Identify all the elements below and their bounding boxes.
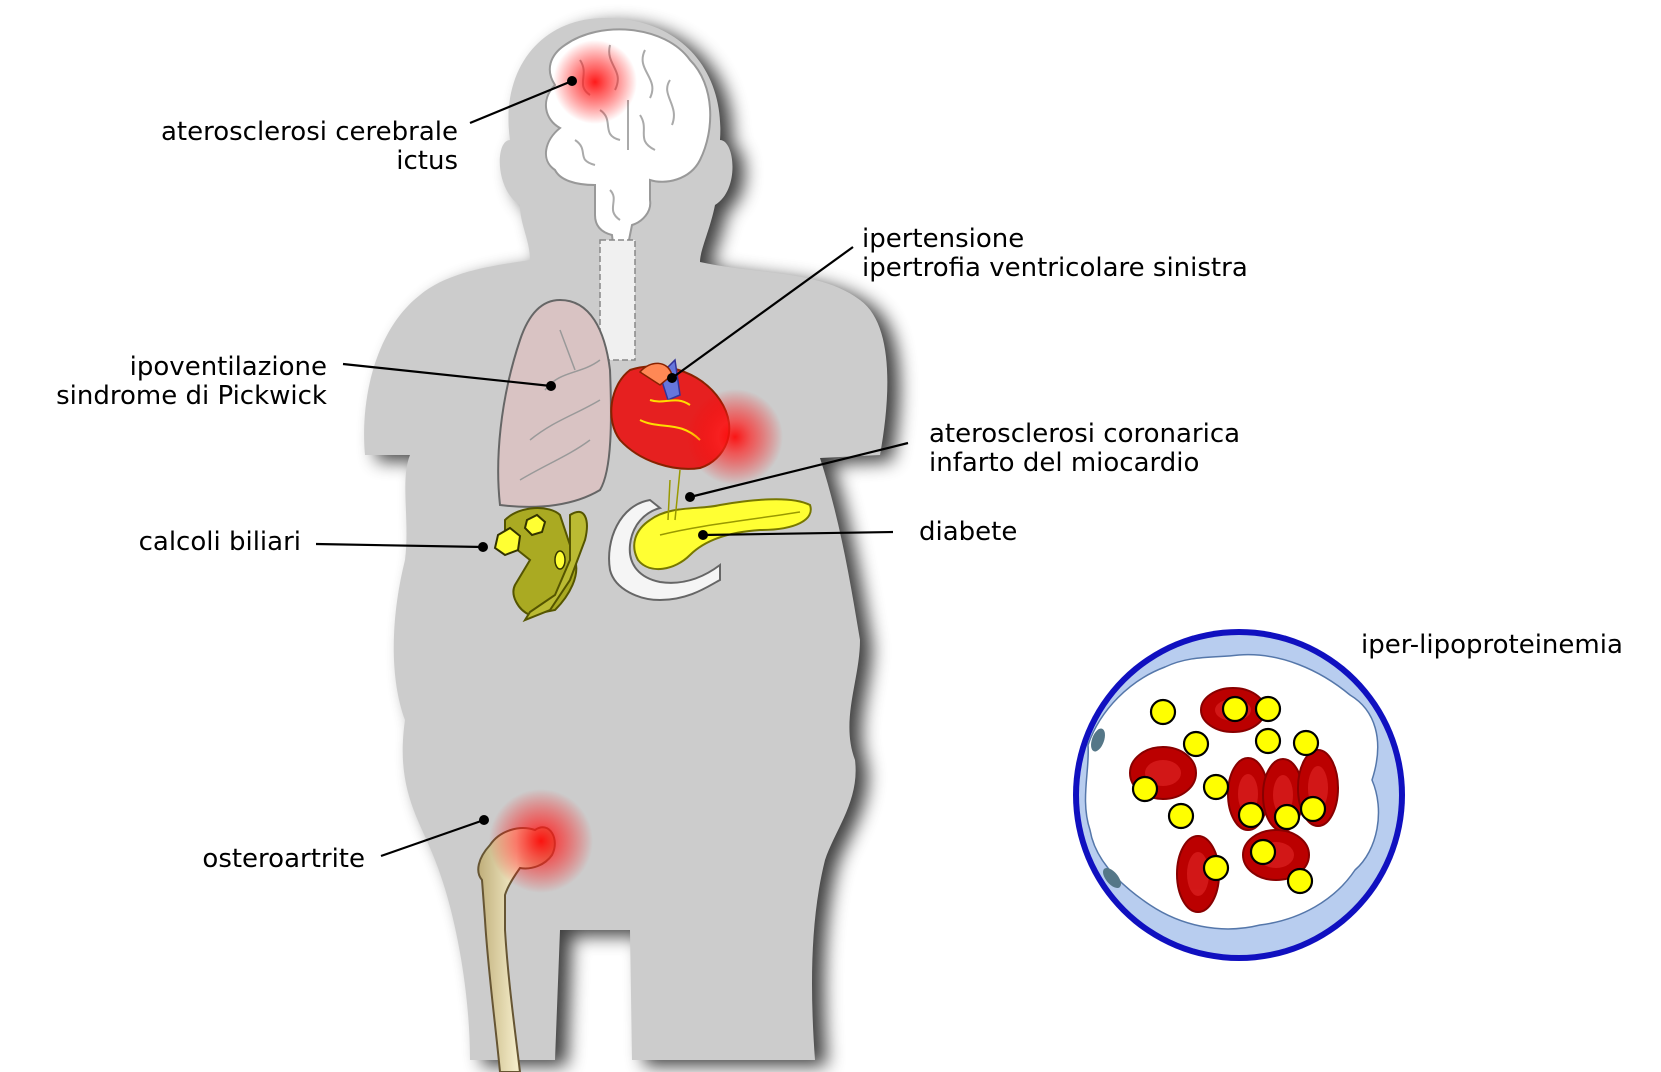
label-diabetes: diabete [919, 518, 1017, 547]
lipoprotein [1256, 729, 1280, 753]
label-osteoarthritis-line1: osteroartrite [202, 845, 365, 874]
lipoprotein [1301, 797, 1325, 821]
lipoprotein [1184, 732, 1208, 756]
label-gallstones-line1: calcoli biliari [139, 528, 301, 557]
gallstone [555, 551, 565, 569]
lipoprotein [1204, 775, 1228, 799]
label-coronary: aterosclerosi coronarica infarto del mio… [929, 420, 1240, 478]
lipoprotein [1169, 804, 1193, 828]
label-gallstones: calcoli biliari [139, 528, 301, 557]
label-hypertension: ipertensione ipertrofia ventricolare sin… [862, 225, 1248, 283]
lipoprotein [1294, 731, 1318, 755]
lipoprotein [1239, 803, 1263, 827]
lipoprotein [1204, 856, 1228, 880]
lipoprotein [1133, 777, 1157, 801]
lipoprotein [1151, 700, 1175, 724]
label-lipids: iper-lipoproteinemia [1361, 631, 1623, 660]
label-coronary-line1: aterosclerosi coronarica [929, 420, 1240, 449]
heart-highlight [687, 389, 783, 485]
label-osteoarthritis: osteroartrite [202, 845, 365, 874]
label-cerebral: aterosclerosi cerebrale ictus [161, 118, 458, 176]
lipoprotein [1223, 697, 1247, 721]
label-hypertension-line1: ipertensione [862, 225, 1248, 254]
brain-highlight [553, 40, 637, 124]
lipoprotein [1275, 805, 1299, 829]
label-respiratory: ipoventilazione sindrome di Pickwick [56, 353, 327, 411]
lipoprotein [1251, 840, 1275, 864]
label-cerebral-line2: ictus [161, 147, 458, 176]
blood-vessel-cross-section [1073, 629, 1405, 961]
label-respiratory-line2: sindrome di Pickwick [56, 382, 327, 411]
lipoprotein [1256, 697, 1280, 721]
label-lipids-line1: iper-lipoproteinemia [1361, 631, 1623, 660]
hip-highlight [489, 789, 593, 893]
lipoprotein [1288, 869, 1312, 893]
label-cerebral-line1: aterosclerosi cerebrale [161, 118, 458, 147]
label-diabetes-line1: diabete [919, 518, 1017, 547]
label-respiratory-line1: ipoventilazione [56, 353, 327, 382]
label-coronary-line2: infarto del miocardio [929, 449, 1240, 478]
label-hypertension-line2: ipertrofia ventricolare sinistra [862, 254, 1248, 283]
